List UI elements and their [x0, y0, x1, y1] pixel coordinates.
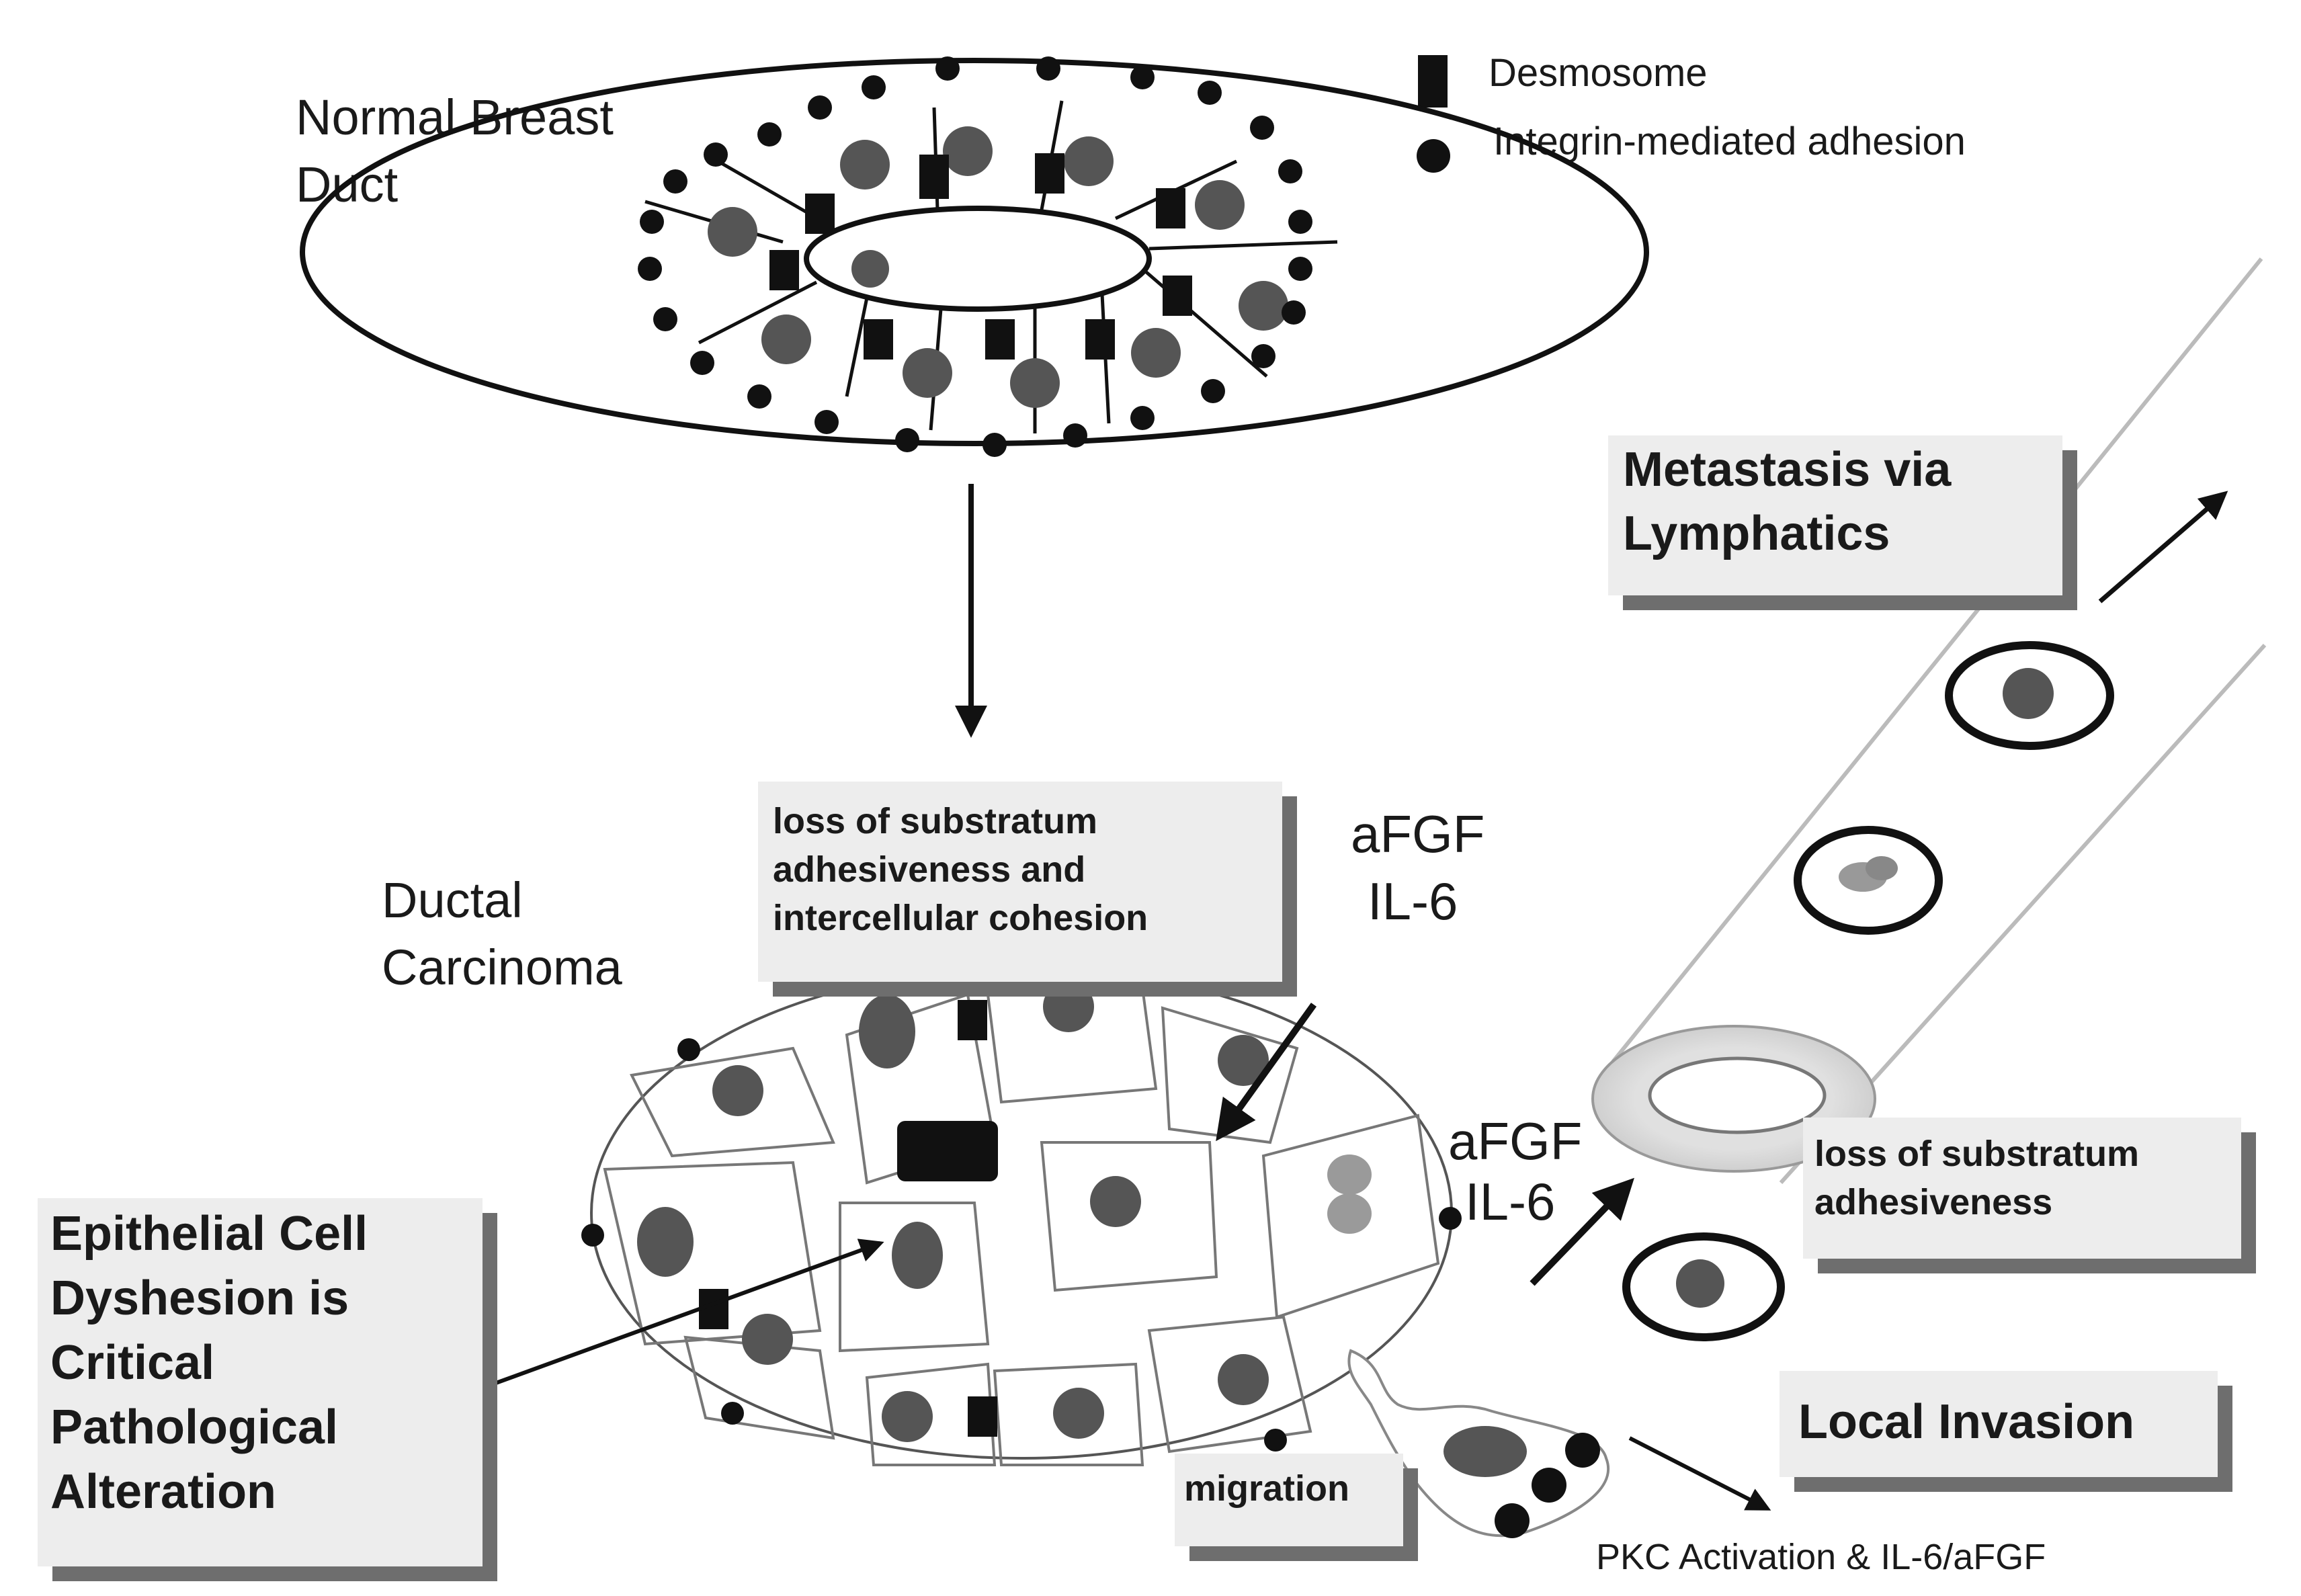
factors-top-line2: IL-6 — [1368, 872, 1458, 931]
ductal-carcinoma-mass — [581, 966, 1462, 1466]
duct-integrin-dots — [638, 56, 1312, 457]
metastasis-line2: Lymphatics — [1623, 507, 1890, 560]
duct-nuclei — [708, 126, 1288, 408]
factors-top-line1: aFGF — [1351, 804, 1484, 864]
loss-adhesiveness-line1: loss of substratum — [1814, 1134, 2139, 1174]
loss-cohesion-box: loss of substratum adhesiveness and inte… — [758, 782, 1297, 997]
lymphatic-vessel — [1591, 257, 2267, 1341]
integrin-legend-icon — [1417, 139, 1450, 173]
invading-cell-cluster — [1347, 1349, 1609, 1538]
loss-adhesiveness-line2: adhesiveness — [1814, 1182, 2052, 1222]
invasion-arrow — [1628, 1436, 1771, 1511]
dyshesion-box: Epithelial Cell Dyshesion is Critical Pa… — [38, 1198, 497, 1581]
migration-label: migration — [1184, 1468, 1349, 1509]
carcinoma-title-line1: Ductal — [382, 872, 523, 928]
duct-desmosomes — [769, 153, 1192, 360]
vessel-lumen — [1648, 1056, 1827, 1134]
duct-outer-boundary — [300, 58, 1649, 446]
local-invasion-label: Local Invasion — [1798, 1395, 2134, 1449]
invading-nucleus — [1444, 1426, 1527, 1477]
carcinoma-nuclei — [637, 981, 1372, 1442]
dyshesion-line3: Critical — [50, 1336, 214, 1390]
desmosome-legend-label: Desmosome — [1489, 51, 1708, 95]
local-invasion-box: Local Invasion — [1780, 1371, 2232, 1492]
carcinoma-desmosomes — [699, 1000, 998, 1437]
loss-cohesion-line1: loss of substratum — [773, 801, 1097, 841]
dyshesion-line4: Pathological — [50, 1400, 338, 1454]
legend: Desmosome Integrin-mediated adhesion — [1417, 51, 1966, 173]
pkc-activation-label: PKC Activation & IL-6/aFGF — [1596, 1537, 2046, 1577]
carcinoma-cells — [603, 986, 1440, 1466]
loss-cohesion-line2: adhesiveness and — [773, 849, 1085, 890]
circulating-cell-3 — [1622, 1232, 1785, 1341]
carcinoma-outer-boundary — [590, 966, 1453, 1460]
dyshesion-line5: Alteration — [50, 1465, 276, 1519]
carcinoma-title-line2: Carcinoma — [382, 939, 623, 995]
factors-to-carcinoma-arrow — [1216, 1003, 1317, 1142]
dyshesion-line1: Epithelial Cell — [50, 1207, 368, 1261]
dyshesion-arrow — [435, 1238, 884, 1406]
normal-breast-duct — [300, 56, 1649, 457]
loss-adhesiveness-box: loss of substratum adhesiveness — [1803, 1118, 2256, 1273]
carcinoma-integrin-dots — [581, 1038, 1462, 1452]
metastasis-arrow — [2098, 491, 2228, 603]
dyshesion-line2: Dyshesion is — [50, 1271, 349, 1325]
integrin-legend-label: Integrin-mediated adhesion — [1493, 120, 1966, 163]
metastasis-box: Metastasis via Lymphatics — [1608, 435, 2077, 610]
factors-mid-line2: IL-6 — [1465, 1172, 1555, 1231]
factors-mid-line1: aFGF — [1448, 1111, 1582, 1171]
metastasis-line1: Metastasis via — [1623, 443, 1952, 497]
loss-cohesion-line3: intercellular cohesion — [773, 898, 1148, 938]
circulating-cell-2 — [1794, 826, 1943, 935]
circulating-cell-1 — [1945, 641, 2114, 750]
duct-lumen — [804, 206, 1152, 312]
migration-box: migration — [1175, 1454, 1418, 1561]
desmosome-legend-icon — [1418, 55, 1448, 108]
factors-to-vessel-arrow — [1530, 1177, 1634, 1286]
vessel-upper-wall — [1611, 257, 2263, 1063]
